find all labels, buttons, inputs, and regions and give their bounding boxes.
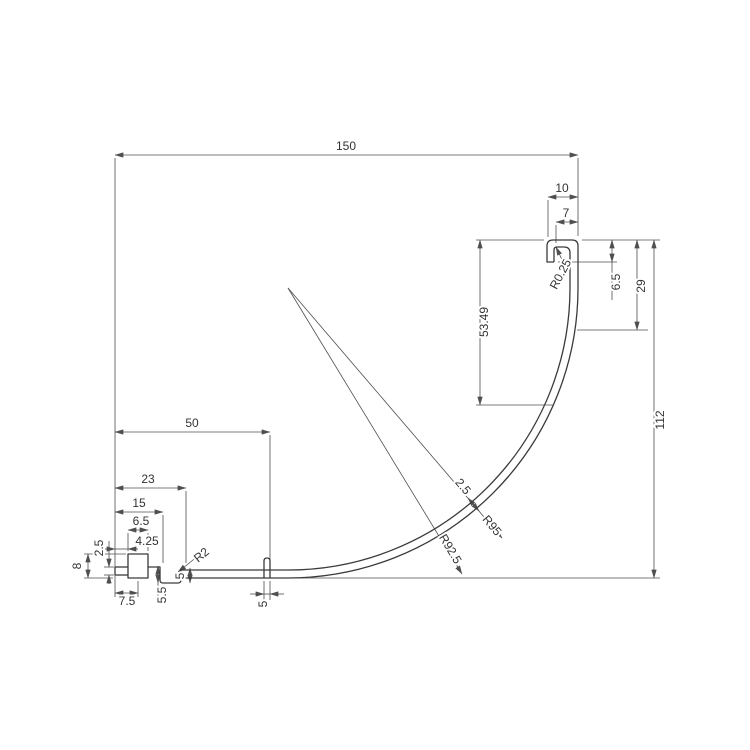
dim-inner-radius-leader <box>287 287 463 575</box>
label-inner-radius: R92.5 <box>436 532 465 567</box>
dim-hook-radius-leader <box>555 246 567 269</box>
label-left-15: 15 <box>132 496 146 510</box>
label-clip-center: 7.5 <box>119 594 136 608</box>
label-hem-radius: R2 <box>191 544 212 565</box>
label-left-50: 50 <box>185 416 199 430</box>
label-clip-height: 8 <box>70 562 84 569</box>
label-groove-width: 5 <box>256 600 270 607</box>
label-tab-thickness: 2.5 <box>92 539 106 556</box>
leader-line <box>555 246 567 269</box>
label-hem-depth: 5.5 <box>155 586 169 603</box>
label-clip-width: 6.5 <box>133 514 150 528</box>
label-sheet-thickness: 2.5 <box>452 476 474 498</box>
label-overall-width: 150 <box>336 139 356 153</box>
dim-hem-radius-leader <box>177 555 199 573</box>
label-left-23: 23 <box>141 472 155 486</box>
label-hook-height: 6.5 <box>609 273 623 290</box>
label-hem-step: 5 <box>173 572 187 579</box>
label-hook-width: 10 <box>555 181 569 195</box>
extension-lines <box>84 158 660 600</box>
dimension-labels: 150 112 10 7 6.5 29 53.49 R0.25 50 23 15… <box>68 137 669 610</box>
dimension-line <box>467 497 480 512</box>
profile <box>114 239 579 584</box>
profile-groove <box>263 557 271 578</box>
dim-sheet-thickness <box>467 497 480 512</box>
leader-line <box>287 287 463 575</box>
label-overall-height: 112 <box>653 410 667 429</box>
label-upper-right-drop: 29 <box>634 279 648 293</box>
leader-line <box>177 555 199 573</box>
profile-outer-path <box>185 239 579 579</box>
leader-line <box>287 287 503 539</box>
profile-hem <box>148 566 183 584</box>
profile-clip-rect <box>127 553 149 579</box>
label-curve-to-hook: 53.49 <box>477 307 491 337</box>
label-hook-opening: 7 <box>563 206 570 220</box>
dim-outer-radius-leader <box>287 287 503 539</box>
label-tab-length: 4.25 <box>135 534 159 548</box>
dimensions <box>85 152 657 604</box>
profile-inner-path <box>183 246 571 571</box>
